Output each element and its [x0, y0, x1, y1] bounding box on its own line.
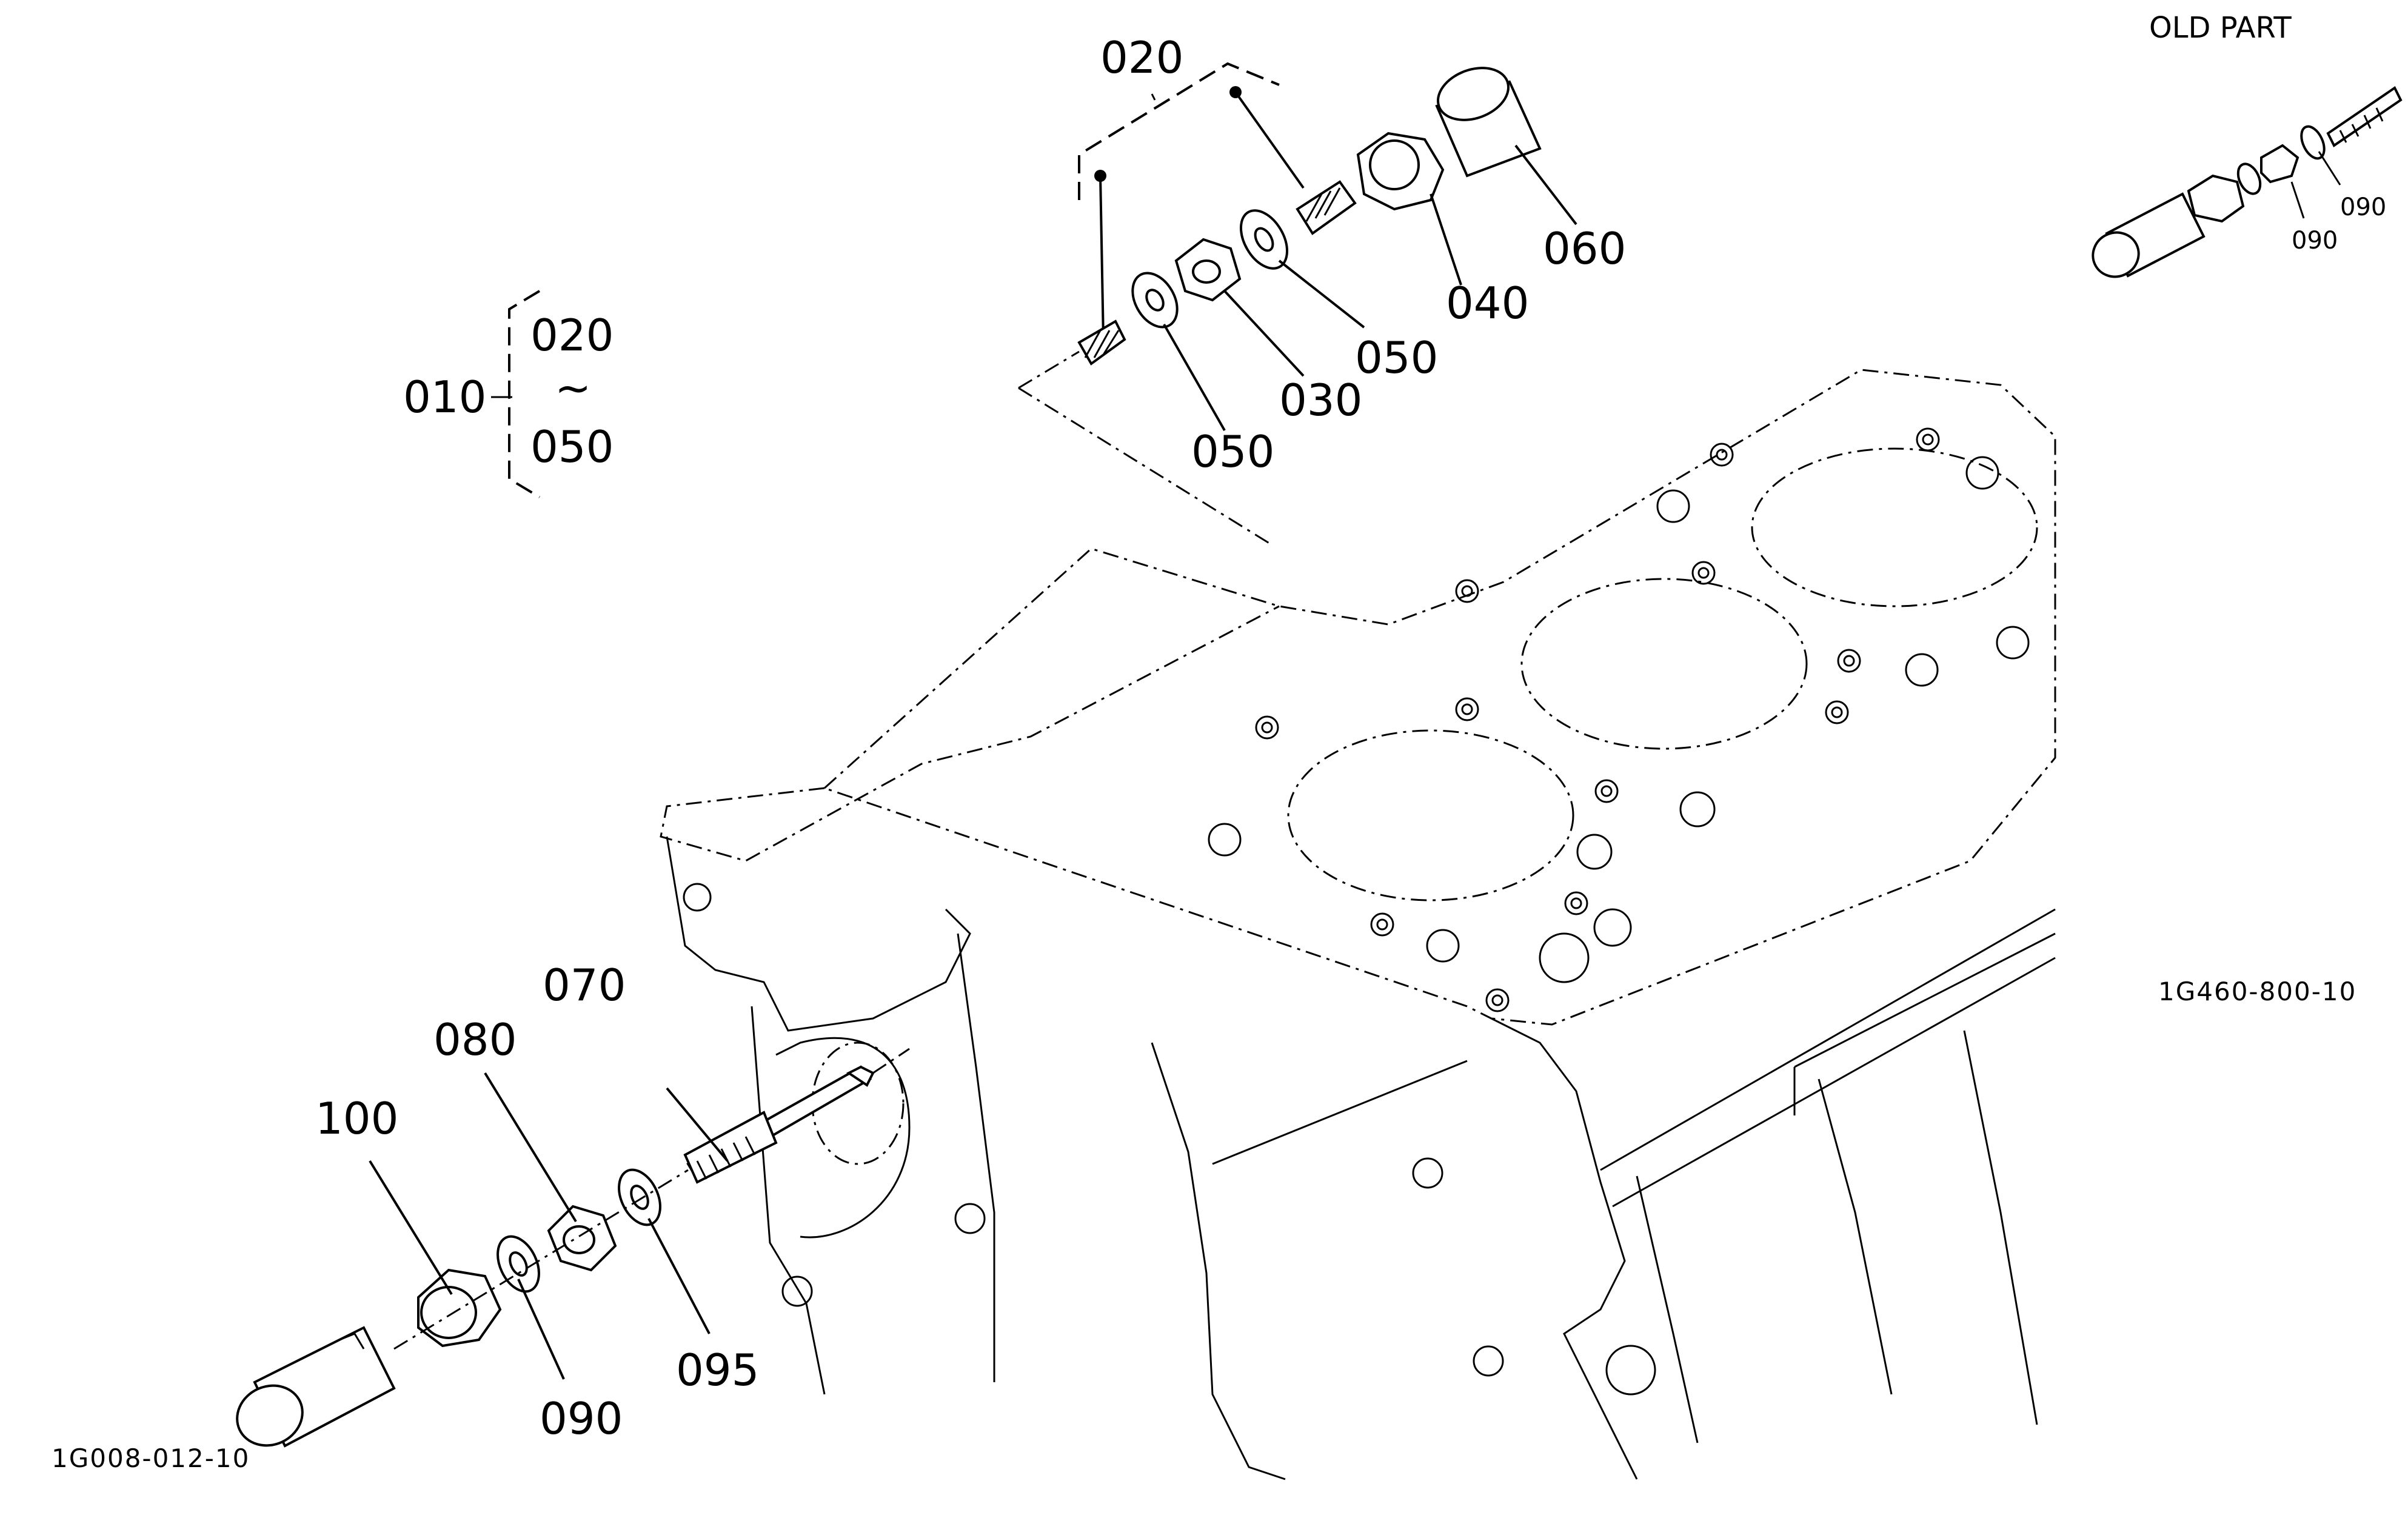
nut-080: [547, 1205, 617, 1272]
block-lower-left: [751, 933, 995, 1395]
engine-block: [660, 369, 2056, 1480]
cap-nut-040: [1356, 132, 1445, 211]
block-side: [666, 836, 971, 1032]
ref-code-bottom-left: 1G008-012-10: [52, 1443, 250, 1473]
callout-050-bracket: 050: [530, 421, 614, 472]
oil-gallery-boss: [775, 1037, 911, 1239]
side-bolt-6: [683, 883, 712, 912]
callout-095: 095: [676, 1345, 759, 1396]
side-bolt-4: [1605, 1345, 1656, 1396]
callout-050-a: 050: [1191, 426, 1274, 477]
nut-030: [1174, 238, 1242, 302]
washer-095: [618, 1168, 661, 1226]
callout-040: 040: [1446, 278, 1529, 329]
old-part-title: OLD PART: [2149, 11, 2292, 45]
block-lower-rail: [1636, 1030, 2038, 1443]
side-bolt-3: [1473, 1345, 1504, 1377]
sleeve-060: [1435, 67, 1542, 178]
callout-020-top: 020: [1100, 32, 1183, 83]
parts-group-lower: [236, 1048, 910, 1448]
callout-090: 090: [540, 1393, 623, 1444]
bracket-010: [491, 290, 541, 498]
cylinder-bore-2: [1520, 578, 1808, 750]
spring-020-left: [1077, 319, 1126, 366]
parts-group-top: [1018, 62, 1577, 547]
old-part-label-a: 090: [2292, 227, 2338, 255]
cylinder-bore-3: [1751, 447, 2038, 607]
callout-010: 010: [403, 372, 486, 423]
stud-070: [683, 1065, 875, 1184]
water-holes: [1208, 456, 2030, 983]
cap-nut-100: [417, 1268, 502, 1348]
callout-tilde: ~: [555, 363, 591, 413]
callout-050-b: 050: [1355, 332, 1438, 383]
callout-100: 100: [315, 1093, 398, 1144]
bolt-holes: [1255, 427, 1940, 1012]
side-bolt-2: [1412, 1157, 1443, 1189]
assembly-guide: [1018, 350, 1274, 547]
callout-070: 070: [543, 960, 626, 1011]
block-lower-right: [1491, 1017, 1638, 1480]
ref-code-right: 1G460-800-10: [2158, 977, 2356, 1006]
block-skirt: [1151, 1042, 1468, 1480]
callout-080: 080: [433, 1014, 517, 1065]
side-bolt-1: [954, 1203, 986, 1234]
callout-060: 060: [1543, 223, 1626, 274]
old-part-label-b: 090: [2340, 193, 2386, 221]
washer-050-left: [1131, 272, 1179, 329]
spring-020-right: [1296, 180, 1357, 235]
old-part-inset: [2092, 86, 2403, 278]
washer-050-right: [1240, 209, 1288, 270]
cylinder-bore-1: [1287, 729, 1574, 901]
bracket-020-leader: [1151, 93, 1156, 101]
side-bolt-5: [781, 1276, 813, 1307]
callout-030: 030: [1279, 375, 1362, 426]
callout-labels: 010 020 ~ 050 020 050 030 050 040 060 07…: [52, 11, 2386, 1473]
block-rail: [1600, 908, 2056, 1208]
sleeve-lower: [236, 1326, 396, 1448]
bracket-020: [1078, 62, 1280, 200]
gasket-outline: [823, 369, 2056, 1026]
callout-020-bracket: 020: [530, 310, 614, 361]
front-cover-outline: [660, 605, 1280, 862]
washer-090: [497, 1235, 540, 1293]
